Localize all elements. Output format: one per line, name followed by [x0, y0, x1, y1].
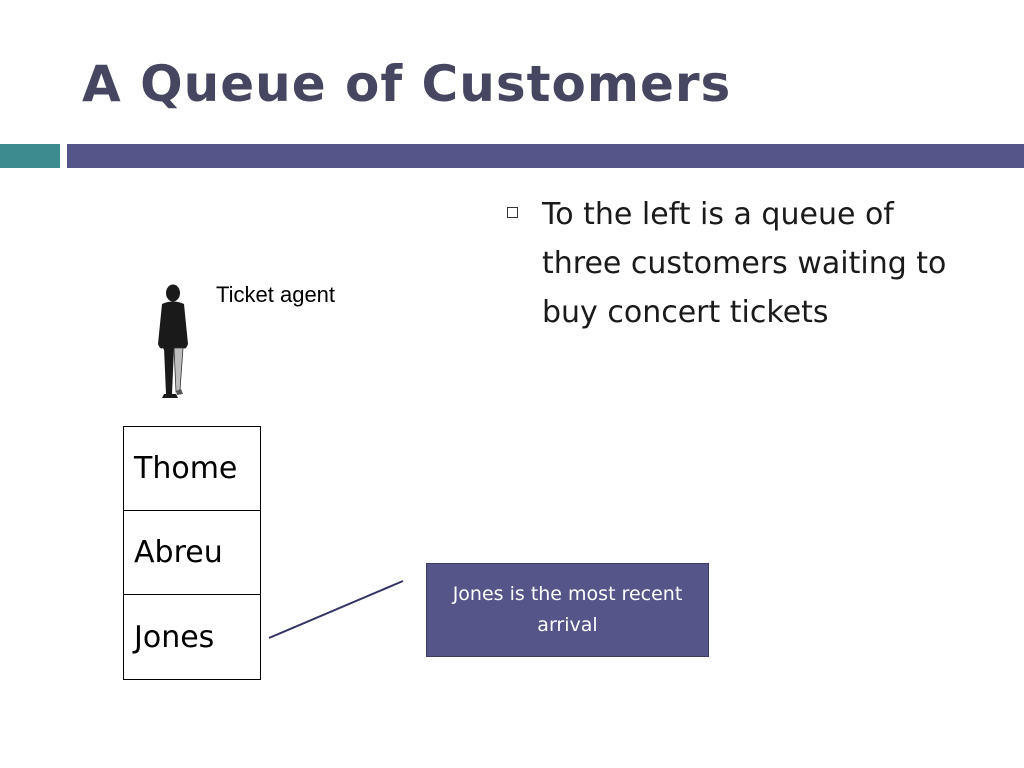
bullet-text: To the left is a queue of three customer…	[542, 197, 947, 330]
person-silhouette-icon	[158, 284, 188, 398]
callout-box: Jones is the most recent arrival	[426, 563, 709, 657]
ticket-agent-label: Ticket agent	[216, 282, 336, 307]
square-bullet-icon	[507, 207, 518, 218]
queue-cell: Thome	[124, 427, 260, 511]
customer-queue: Thome Abreu Jones	[123, 426, 261, 680]
accent-bar-teal	[0, 144, 60, 168]
slide-title: A Queue of Customers	[82, 55, 732, 113]
queue-cell: Jones	[134, 619, 215, 655]
accent-bar-purple	[67, 144, 1024, 168]
queue-cell: Abreu	[124, 511, 260, 595]
